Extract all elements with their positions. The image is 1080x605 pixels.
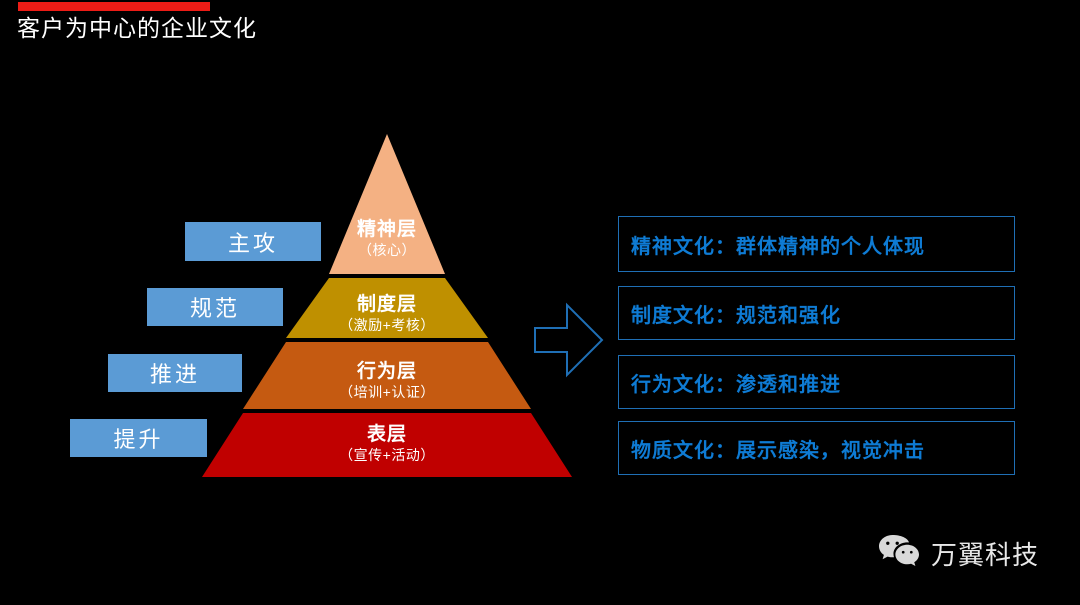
description-box-spiritual[interactable]: 精神文化：群体精神的个人体现 bbox=[618, 216, 1015, 272]
description-box-spiritual-text: 精神文化：群体精神的个人体现 bbox=[631, 235, 925, 258]
pyramid-layer-3-shape[interactable] bbox=[243, 342, 531, 409]
description-box-material-text: 物质文化：展示感染，视觉冲击 bbox=[631, 439, 925, 462]
stage-chip-tuijin[interactable]: 推进 bbox=[108, 354, 242, 392]
stage-chip-guifan-label: 规范 bbox=[189, 296, 240, 321]
pyramid-layer-1-shape[interactable] bbox=[329, 134, 445, 274]
pyramid-layer-2-shape[interactable] bbox=[286, 278, 488, 338]
pyramid-shape bbox=[202, 134, 572, 477]
wechat-icon bbox=[878, 533, 920, 574]
stage-chip-tuijin-label: 推进 bbox=[149, 362, 200, 387]
footer-brand-name: 万翼科技 bbox=[931, 540, 1040, 570]
arrow-right-icon bbox=[533, 302, 605, 378]
title-accent-bar bbox=[18, 2, 210, 11]
description-box-behavioral-text: 行为文化：渗透和推进 bbox=[631, 373, 841, 396]
stage-chip-zhugong-label: 主攻 bbox=[227, 230, 278, 256]
stage-chip-zhugong[interactable]: 主攻 bbox=[185, 222, 321, 261]
description-box-institutional[interactable]: 制度文化：规范和强化 bbox=[618, 286, 1015, 340]
description-box-material[interactable]: 物质文化：展示感染，视觉冲击 bbox=[618, 421, 1015, 475]
page-title: 客户为中心的企业文化 bbox=[17, 15, 257, 41]
description-box-institutional-text: 制度文化：规范和强化 bbox=[631, 304, 841, 327]
stage-chip-tisheng[interactable]: 提升 bbox=[70, 419, 207, 457]
description-box-behavioral[interactable]: 行为文化：渗透和推进 bbox=[618, 355, 1015, 409]
stage-chip-guifan[interactable]: 规范 bbox=[147, 288, 283, 326]
footer-brand: 万翼科技 bbox=[878, 533, 1039, 574]
pyramid-layer-4-shape[interactable] bbox=[202, 413, 572, 477]
stage-chip-tisheng-label: 提升 bbox=[113, 427, 164, 452]
